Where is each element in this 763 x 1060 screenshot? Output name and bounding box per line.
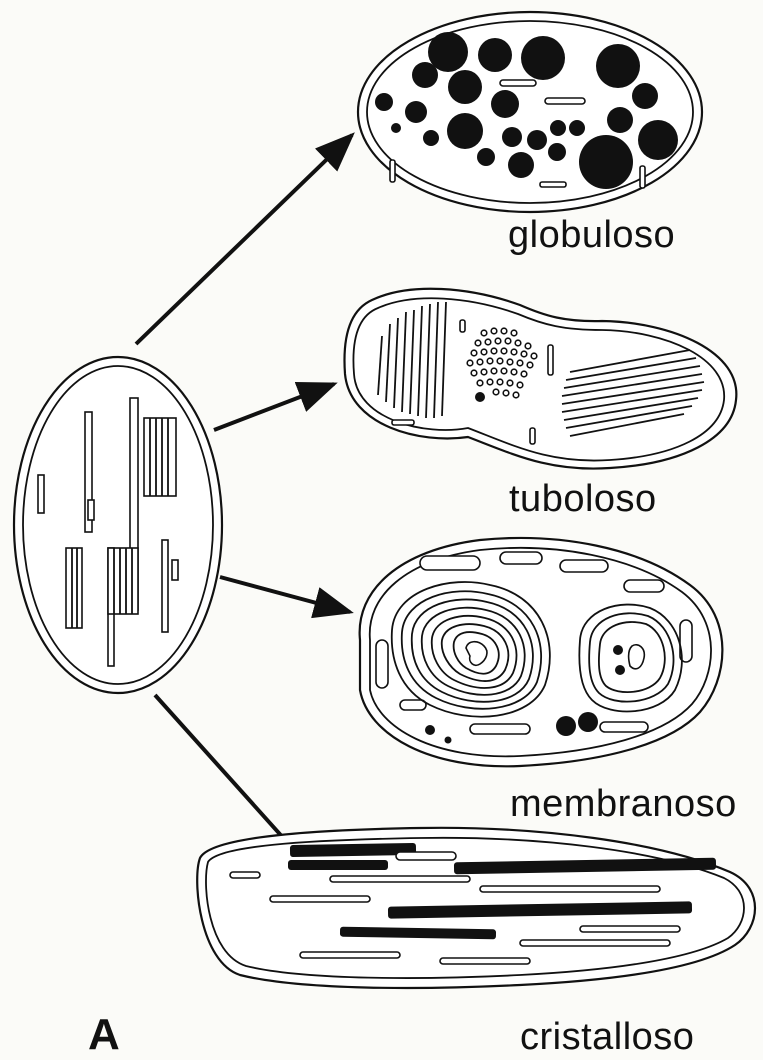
cristalloso-plastid (197, 828, 755, 988)
panel-letter: A (88, 1010, 120, 1060)
globuloso-plastid (358, 12, 702, 212)
label-globuloso: globuloso (508, 214, 675, 257)
granum-top-right (144, 418, 176, 496)
tuboloso-plastid (344, 289, 736, 469)
membranoso-plastid (360, 538, 723, 766)
label-membranoso: membranoso (510, 783, 737, 826)
label-cristalloso: cristalloso (520, 1016, 694, 1059)
label-tuboloso: tuboloso (509, 478, 657, 521)
granum-center (108, 548, 138, 614)
source-plastid (14, 357, 222, 693)
arrow-to-globuloso (136, 135, 352, 344)
arrow-to-membranoso (220, 577, 350, 612)
granum-left (66, 548, 82, 628)
arrow-to-tuboloso (214, 384, 334, 430)
